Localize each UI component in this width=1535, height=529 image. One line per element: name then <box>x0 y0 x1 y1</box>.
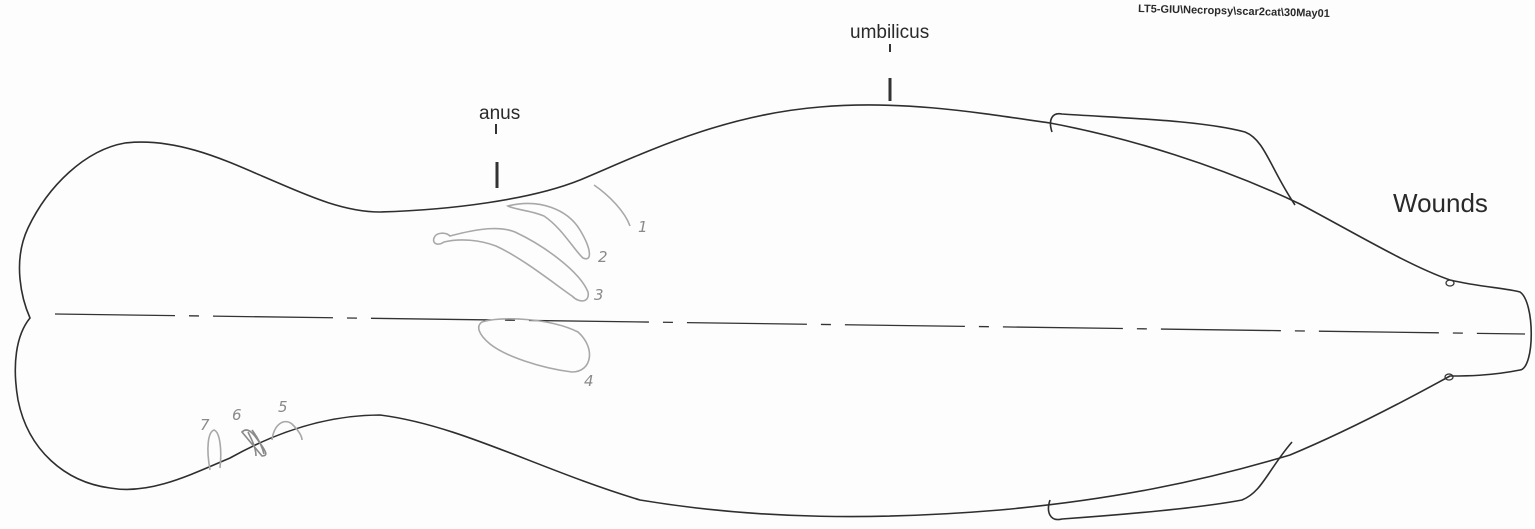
wound-3-label: 3 <box>594 286 604 304</box>
wound-2-mark <box>508 203 589 258</box>
wound-1-mark <box>594 185 630 226</box>
wound-1-label: 1 <box>638 218 648 236</box>
wound-4-label: 4 <box>584 372 594 390</box>
wound-3-mark <box>434 229 589 301</box>
umbilicus-label: umbilicus <box>850 22 929 43</box>
flipper-bottom <box>1049 442 1293 520</box>
eye-top <box>1446 280 1454 286</box>
wound-4-mark <box>479 319 590 372</box>
wound-5-label: 5 <box>278 398 288 416</box>
wound-7-label: 7 <box>200 416 210 434</box>
diagram-title: Wounds <box>1393 188 1488 218</box>
flipper-top <box>1050 114 1295 205</box>
wound-5-mark <box>272 422 302 440</box>
anus-label: anus <box>479 103 520 124</box>
file-path-text: LT5-GIU\Necropsy\scar2cat\30May01 <box>1138 3 1330 20</box>
body-midline <box>55 314 1525 334</box>
wound-6-mark <box>242 430 266 456</box>
wound-2-label: 2 <box>598 248 608 266</box>
body-outline <box>15 105 1531 517</box>
wound-6-label: 6 <box>232 406 242 424</box>
